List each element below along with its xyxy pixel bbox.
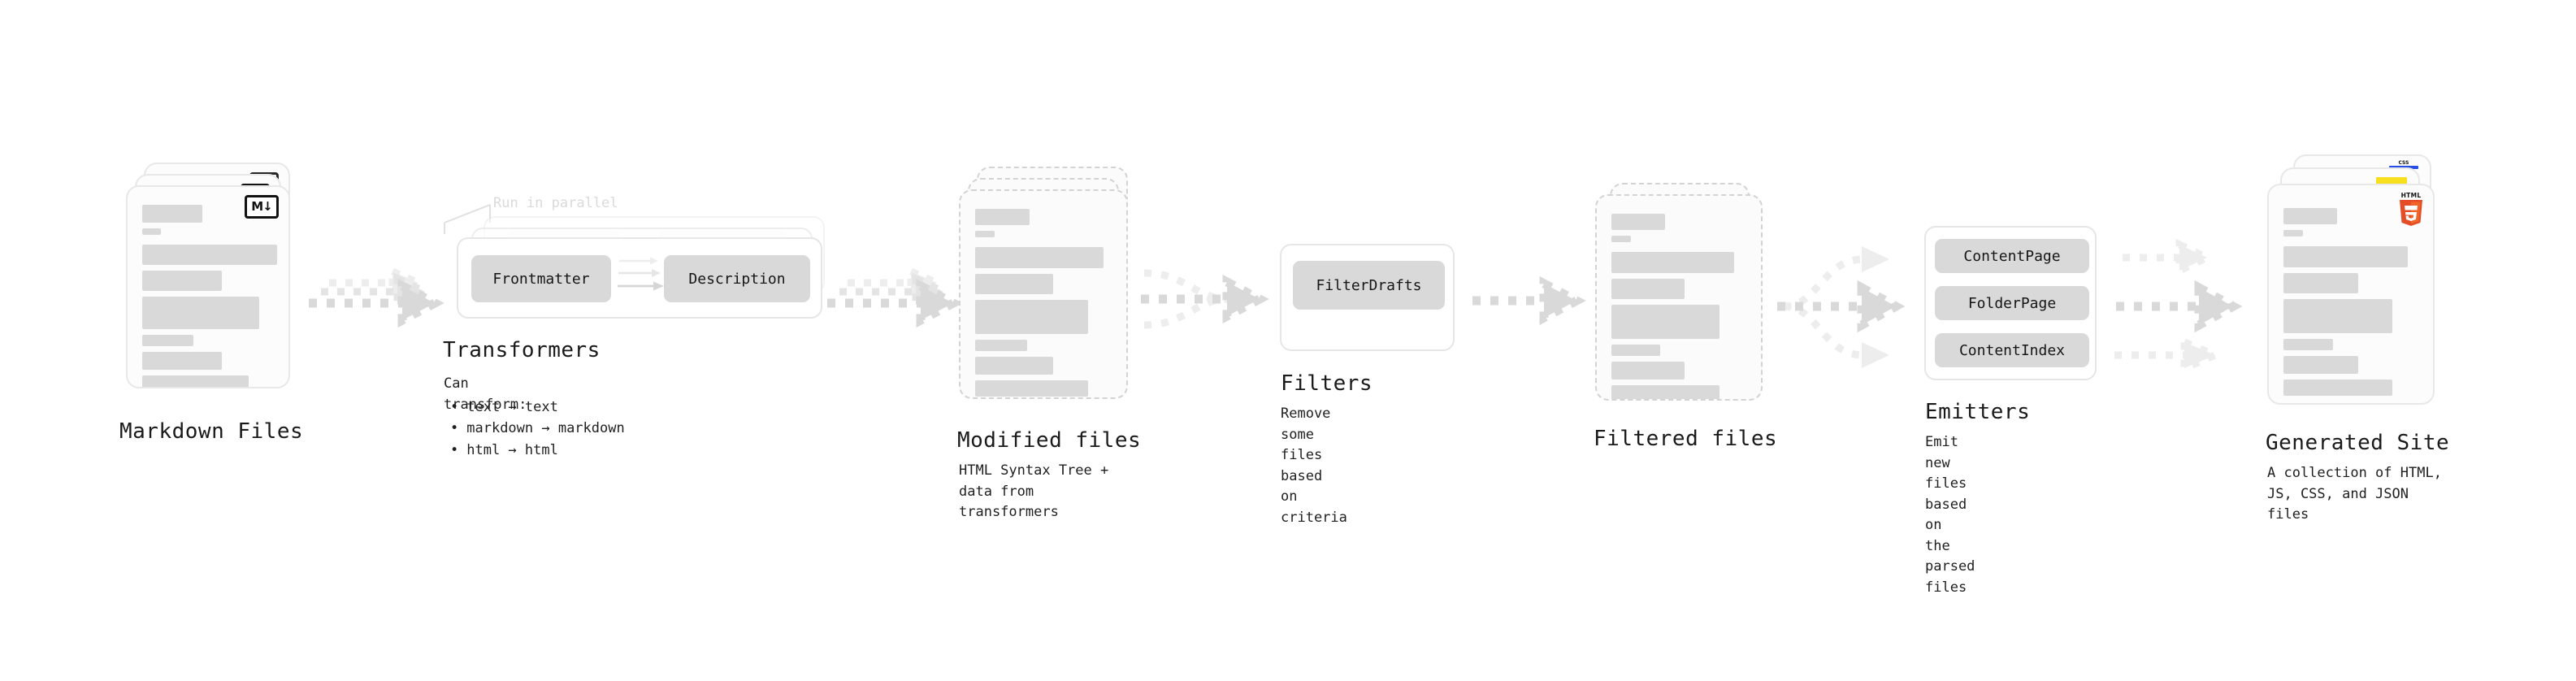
- inner-flow-arrows-icon: [618, 257, 664, 291]
- filters-panel: FilterDrafts: [1280, 244, 1455, 351]
- skeleton-bar: [975, 231, 995, 237]
- stage-caption-emitters: Emit new files based on the parsed files: [1925, 434, 1975, 596]
- skeleton-bar: [1611, 385, 1720, 399]
- skeleton-bar: [142, 228, 161, 235]
- skeleton-bar: [142, 375, 249, 387]
- conn-filters-filtered: [1471, 275, 1601, 332]
- markdown-file-stack: M↓ M↓ M↓: [126, 163, 293, 392]
- file-sheet-front: HTML: [2267, 184, 2435, 405]
- skeleton-bar: [975, 209, 1030, 225]
- transformer-panel-front: Frontmatter Description: [457, 237, 822, 319]
- list-item: text → text: [444, 397, 625, 418]
- conn-transformers-modified: [823, 266, 969, 349]
- css-badge-label: CSS: [2398, 160, 2409, 166]
- arrow-triple-parallel-icon: [2114, 238, 2243, 374]
- skeleton-bar: [2283, 339, 2334, 350]
- skeleton-bar: [2283, 380, 2393, 396]
- transformer-chip-frontmatter[interactable]: Frontmatter: [471, 255, 611, 302]
- skeleton-bar: [975, 274, 1054, 294]
- stage-title-generated-site: Generated Site: [2266, 431, 2450, 455]
- skeleton-bar: [2283, 208, 2337, 224]
- skeleton-bar: [2283, 230, 2303, 236]
- skeleton-bar: [1611, 362, 1685, 380]
- stage-generated-site: CSS HTML: [2266, 154, 2449, 523]
- list-item: html → html: [444, 440, 625, 461]
- skeleton-bar: [1611, 214, 1665, 230]
- stage-title-transformers: Transformers: [443, 338, 601, 362]
- skeleton-bar: [975, 380, 1089, 397]
- skeleton-bar: [975, 247, 1104, 268]
- arrow-triple-stacked-icon: [309, 266, 445, 328]
- html5-badge: HTML: [2397, 192, 2425, 226]
- run-in-parallel-label: Run in parallel: [493, 195, 618, 211]
- emitters-panel: ContentPage FolderPage ContentIndex: [1924, 226, 2097, 380]
- skeleton-bar: [142, 245, 277, 265]
- conn-emitters-site: [2113, 232, 2263, 386]
- stage-title-filters: Filters: [1281, 371, 1373, 396]
- transformer-chip-description[interactable]: Description: [664, 255, 810, 302]
- transform-kinds-list: text → text markdown → markdown html → h…: [444, 397, 625, 461]
- skeleton-bar: [142, 271, 222, 291]
- emitter-chip-contentindex[interactable]: ContentIndex: [1935, 333, 2089, 367]
- emitter-chip-folderpage[interactable]: FolderPage: [1935, 286, 2089, 320]
- skeleton-bar: [1611, 305, 1720, 339]
- stage-markdown-files: M↓ M↓ M↓: [119, 163, 303, 444]
- skeleton-bar: [2283, 246, 2408, 267]
- skeleton-bar: [2283, 299, 2393, 333]
- stage-modified-files: Modified files HTML Syntax Tree + data f…: [957, 167, 1141, 520]
- skeleton-bar: [1611, 345, 1660, 356]
- arrow-single-icon: [1472, 275, 1586, 326]
- file-sheet-front: [1595, 194, 1763, 401]
- stage-title-modified-files: Modified files: [957, 428, 1142, 453]
- skeleton-bar: [1611, 252, 1735, 273]
- filtered-file-stack: [1595, 183, 1767, 401]
- stage-title-emitters: Emitters: [1925, 400, 2031, 424]
- file-skeleton-content: [1611, 214, 1750, 399]
- filter-chip-filterdrafts[interactable]: FilterDrafts: [1293, 261, 1445, 310]
- skeleton-bar: [2283, 273, 2358, 293]
- skeleton-bar: [1611, 279, 1685, 299]
- skeleton-bar: [142, 205, 202, 223]
- stage-caption-filters: Remove some files based on criteria: [1281, 406, 1347, 526]
- skeleton-bar: [1611, 236, 1631, 242]
- html5-badge-label: HTML: [2400, 192, 2422, 199]
- skeleton-bar: [975, 340, 1027, 351]
- conn-markdown-transformers: [305, 266, 451, 349]
- skeleton-bar: [142, 352, 222, 370]
- file-skeleton-content: [142, 205, 277, 387]
- skeleton-bar: [142, 335, 194, 346]
- arrow-fan-out-icon: [1777, 246, 1906, 368]
- stage-caption-modified-files: HTML Syntax Tree + data from transformer…: [959, 462, 1109, 520]
- stage-caption-generated-site: A collection of HTML, JS, CSS, and JSON …: [2267, 465, 2442, 523]
- skeleton-bar: [2283, 356, 2358, 374]
- conn-filtered-emitters: [1776, 232, 1926, 386]
- skeleton-bar: [975, 300, 1089, 334]
- html5-shield-icon: [2400, 200, 2422, 226]
- skeleton-bar: [975, 357, 1054, 375]
- skeleton-bar: [142, 297, 260, 329]
- arrow-triple-stacked-icon: [827, 266, 963, 328]
- stage-filtered-files: Filtered files: [1594, 183, 1777, 451]
- stage-title-filtered-files: Filtered files: [1594, 427, 1778, 451]
- modified-file-stack: [959, 167, 1131, 399]
- arrow-merge-icon: [1141, 269, 1269, 329]
- list-item: markdown → markdown: [444, 418, 624, 439]
- emitter-chip-contentpage[interactable]: ContentPage: [1935, 239, 2089, 273]
- file-skeleton-content: [2283, 208, 2422, 401]
- stage-title-markdown-files: Markdown Files: [119, 419, 304, 444]
- file-sheet-front: [959, 189, 1128, 399]
- generated-file-stack: CSS HTML: [2267, 154, 2442, 405]
- markdown-badge: M↓: [245, 195, 279, 219]
- conn-modified-filters: [1138, 260, 1284, 349]
- file-skeleton-content: [975, 209, 1115, 397]
- file-sheet-front: M↓: [126, 185, 290, 388]
